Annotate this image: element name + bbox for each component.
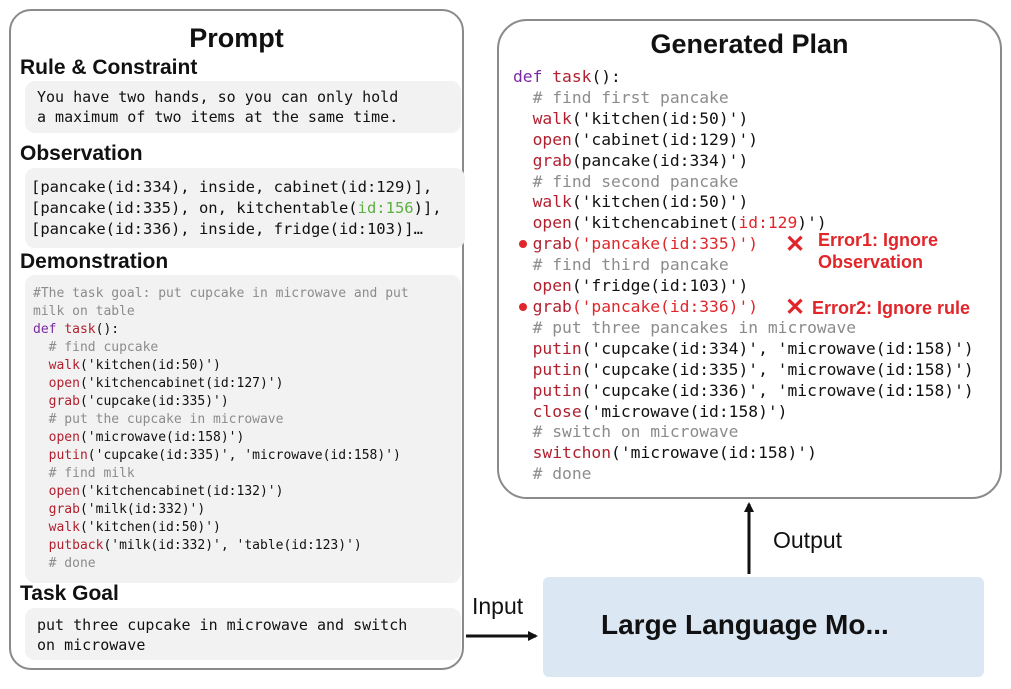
input-label: Input bbox=[472, 593, 524, 619]
plan-line: walk('kitchen(id:50)') bbox=[513, 192, 749, 212]
demo-line: walk('kitchen(id:50)') bbox=[33, 358, 221, 373]
plan-line: open('fridge(id:103)') bbox=[513, 276, 749, 296]
observation-heading: Observation bbox=[20, 142, 143, 165]
error2-cross-icon: ✕ bbox=[785, 294, 806, 321]
demo-line: # done bbox=[33, 556, 96, 571]
demo-line: walk('kitchen(id:50)') bbox=[33, 520, 221, 535]
demo-line: putin('cupcake(id:335)', 'microwave(id:1… bbox=[33, 448, 401, 463]
demonstration-code: #The task goal: put cupcake in microwave… bbox=[33, 286, 409, 571]
plan-line: putin('cupcake(id:336)', 'microwave(id:1… bbox=[513, 380, 974, 400]
plan-line: walk('kitchen(id:50)') bbox=[513, 108, 749, 128]
output-label: Output bbox=[773, 527, 843, 553]
rule-text: You have two hands, so you can only hold… bbox=[37, 88, 399, 126]
error1-label: Error1: Ignore Observation bbox=[818, 230, 939, 272]
demo-line: # find milk bbox=[33, 466, 135, 481]
demo-line: open('kitchencabinet(id:132)') bbox=[33, 484, 284, 499]
llm-box: Large Language Mo... bbox=[543, 577, 984, 677]
prompt-title: Prompt bbox=[189, 23, 284, 53]
demo-line: putback('milk(id:332)', 'table(id:123)') bbox=[33, 538, 362, 553]
demo-line: # find cupcake bbox=[33, 340, 159, 355]
plan-line: open('cabinet(id:129)') bbox=[513, 129, 759, 149]
plan-line: # find first pancake bbox=[513, 87, 729, 107]
demo-line: grab('milk(id:332)') bbox=[33, 502, 206, 517]
plan-line: close('microwave(id:158)') bbox=[513, 401, 788, 421]
prompt-panel: Prompt Rule & Constraint You have two ha… bbox=[9, 9, 465, 670]
generated-plan-panel: Generated Plan def task(): # find first … bbox=[497, 19, 1002, 499]
error1-cross-icon: ✕ bbox=[785, 231, 806, 258]
plan-line: putin('cupcake(id:335)', 'microwave(id:1… bbox=[513, 359, 974, 379]
observation-text: [pancake(id:334), inside, cabinet(id:129… bbox=[31, 178, 442, 238]
plan-title: Generated Plan bbox=[650, 29, 849, 59]
error1-bullet-icon bbox=[519, 240, 527, 248]
demo-line: open('kitchencabinet(id:127)') bbox=[33, 376, 284, 391]
plan-line: grab('pancake(id:335)') bbox=[513, 234, 759, 254]
task-goal-heading: Task Goal bbox=[20, 582, 119, 605]
demo-line: grab('cupcake(id:335)') bbox=[33, 394, 229, 409]
demo-line: # put the cupcake in microwave bbox=[33, 412, 284, 427]
plan-line: putin('cupcake(id:334)', 'microwave(id:1… bbox=[513, 338, 974, 358]
error2-label: Error2: Ignore rule bbox=[812, 298, 971, 318]
plan-line: # put three pancakes in microwave bbox=[513, 317, 857, 337]
plan-line: # done bbox=[513, 464, 592, 484]
demonstration-heading: Demonstration bbox=[20, 250, 169, 273]
plan-code: def task(): # find first pancake walk('k… bbox=[513, 67, 974, 484]
demo-line: open('microwave(id:158)') bbox=[33, 430, 245, 445]
plan-line: # find third pancake bbox=[513, 255, 729, 275]
plan-line: # find second pancake bbox=[513, 171, 739, 191]
task-goal-box: put three cupcake in microwave and switc… bbox=[25, 608, 461, 660]
plan-line: switchon('microwave(id:158)') bbox=[513, 443, 817, 463]
observation-box: [pancake(id:334), inside, cabinet(id:129… bbox=[25, 168, 465, 248]
plan-line: grab(pancake(id:334)') bbox=[513, 150, 749, 170]
rule-heading: Rule & Constraint bbox=[20, 56, 198, 79]
error2-bullet-icon bbox=[519, 303, 527, 311]
plan-line: # switch on microwave bbox=[513, 422, 739, 442]
rule-box: You have two hands, so you can only hold… bbox=[25, 81, 461, 133]
task-goal-text: put three cupcake in microwave and switc… bbox=[37, 616, 408, 654]
plan-line: open('kitchencabinet(id:129)') bbox=[513, 213, 827, 233]
llm-label: Large Language Mo... bbox=[601, 609, 889, 640]
demonstration-box: #The task goal: put cupcake in microwave… bbox=[25, 275, 461, 583]
plan-line: grab('pancake(id:336)') bbox=[513, 296, 759, 316]
